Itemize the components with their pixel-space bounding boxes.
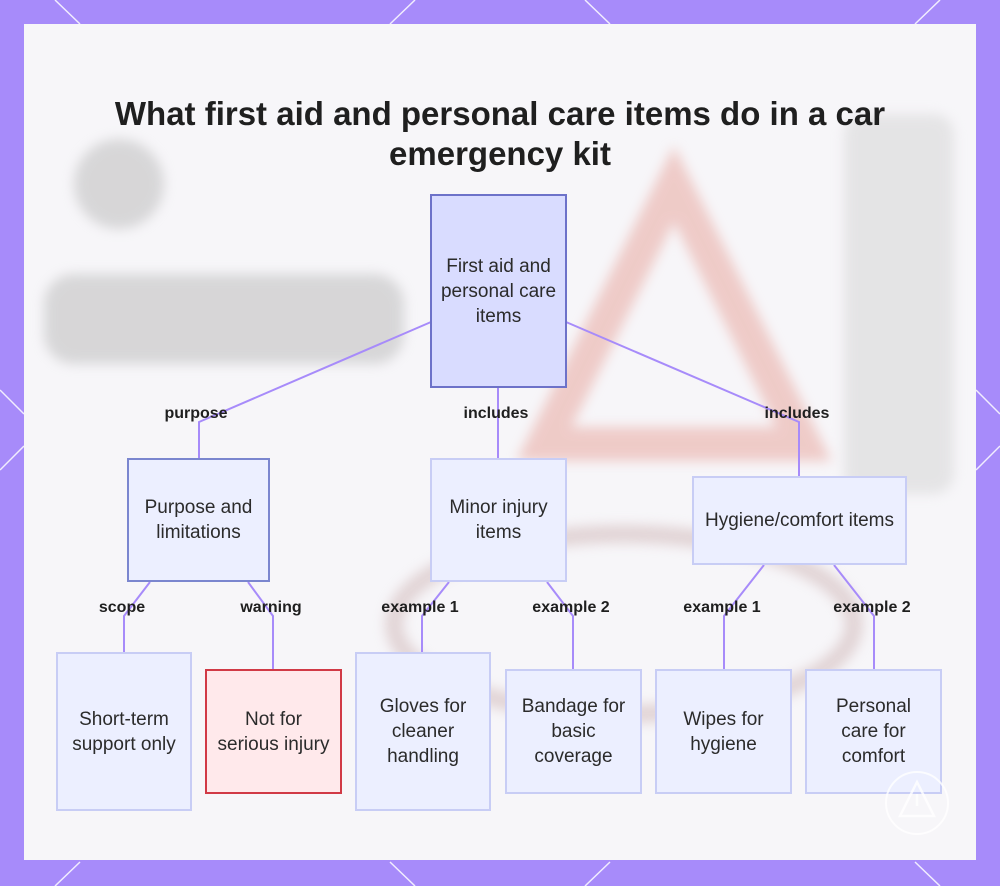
node-label: Short-term support only xyxy=(72,708,176,755)
edge-label-example-2: example 2 xyxy=(532,599,610,616)
edge-minor-gloves xyxy=(421,581,450,652)
node-personal-care: Personal care for comfort xyxy=(805,669,942,794)
node-label: Personal care for comfort xyxy=(836,696,911,767)
diagram-panel: What first aid and personal care items d… xyxy=(24,24,976,860)
edge-label-example-1: example 1 xyxy=(683,599,761,616)
node-not-for-serious-injury: Not for serious injury xyxy=(205,669,342,794)
edge-hygiene-wipes xyxy=(723,564,765,669)
node-short-term-support: Short-term support only xyxy=(56,652,192,811)
edge-purpose-short xyxy=(123,581,151,652)
edge-label-purpose: purpose xyxy=(164,405,228,422)
edge-label-scope: scope xyxy=(98,599,146,616)
node-gloves: Gloves for cleaner handling xyxy=(355,652,491,811)
edge-label-example-1: example 1 xyxy=(381,599,459,616)
node-hygiene-comfort-items: Hygiene/comfort items xyxy=(692,476,907,565)
node-label: Not for serious injury xyxy=(217,708,330,755)
node-label: First aid and personal care items xyxy=(440,255,557,327)
diagram-title: What first aid and personal care items d… xyxy=(114,95,886,172)
node-minor-injury-items: Minor injury items xyxy=(430,458,567,582)
edge-root-purpose xyxy=(198,321,432,458)
edge-label-warning: warning xyxy=(240,599,302,616)
node-purpose-limitations: Purpose and limitations xyxy=(127,458,270,582)
edge-root-hygiene xyxy=(565,321,800,476)
node-label: Purpose and limitations xyxy=(144,497,253,543)
background-photo xyxy=(44,114,954,723)
edge-minor-bandage xyxy=(546,581,574,669)
node-label: Minor injury items xyxy=(449,497,548,543)
edge-label-includes: includes xyxy=(463,405,529,422)
edge-hygiene-personal xyxy=(833,564,875,669)
node-label: Gloves for cleaner handling xyxy=(379,696,467,767)
edge-label-includes: includes xyxy=(764,405,830,422)
node-label: Wipes for hygiene xyxy=(683,708,764,755)
node-label: Hygiene/comfort items xyxy=(704,510,894,531)
edge-label-example-2: example 2 xyxy=(833,599,911,616)
node-bandage: Bandage for basic coverage xyxy=(505,669,642,794)
watermark-logo-icon xyxy=(885,771,949,835)
node-label: Bandage for basic coverage xyxy=(521,696,626,767)
connector-lines xyxy=(123,321,875,669)
node-wipes: Wipes for hygiene xyxy=(655,669,792,794)
edge-purpose-warning xyxy=(247,581,274,669)
node-first-aid-personal-care: First aid and personal care items xyxy=(430,194,567,388)
